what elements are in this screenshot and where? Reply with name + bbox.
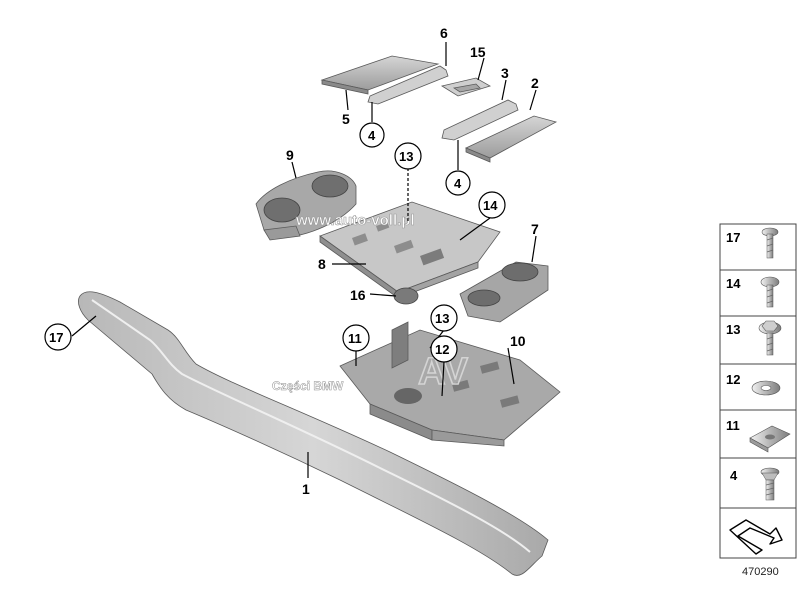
- callout-ring-12: [430, 335, 458, 363]
- callout-9: 9: [286, 147, 294, 163]
- callout-1: 1: [302, 481, 310, 497]
- legend-cell-4: [719, 457, 797, 509]
- callout-12: 12: [435, 342, 449, 357]
- legend-cell-17: [719, 223, 797, 271]
- callout-8: 8: [318, 256, 326, 272]
- callout-6: 6: [440, 25, 448, 41]
- rail-part-6: [367, 65, 449, 105]
- cup-holder-part-7: [459, 261, 549, 323]
- callout-2: 2: [531, 75, 539, 91]
- legend-cell-13: [719, 315, 797, 365]
- clip-nut-icon: [749, 425, 791, 453]
- callout-5: 5: [342, 111, 350, 127]
- insert-part-15: [440, 77, 491, 97]
- callout-ring-13a: [394, 142, 422, 170]
- rail-part-3: [441, 99, 519, 141]
- screw-washer-head-icon: [760, 276, 780, 308]
- legend-label-14: 14: [726, 276, 741, 291]
- legend-label-12: 12: [726, 372, 740, 387]
- callout-ring-11: [342, 324, 370, 352]
- document-number: 470290: [742, 566, 779, 578]
- screw-washer-head-icon: [761, 227, 779, 259]
- watermark-site: www.auto-voll.pl: [295, 212, 415, 229]
- callout-16: 16: [350, 287, 366, 303]
- cup-holder-part-9: [255, 170, 357, 241]
- callout-11: 11: [348, 331, 362, 346]
- callout-7: 7: [531, 221, 539, 237]
- screw-hex-washer-icon: [758, 320, 782, 356]
- callout-17: 17: [49, 330, 63, 345]
- callout-ring-14: [478, 191, 506, 219]
- callout-13a: 13: [399, 149, 413, 164]
- legend-label-11: 11: [726, 418, 740, 433]
- legend-label-13: 13: [726, 322, 740, 337]
- callout-ring-17: [44, 323, 72, 351]
- callout-ring-4a: [359, 122, 385, 148]
- mat-part-2: [465, 115, 558, 163]
- callout-13b: 13: [435, 311, 449, 326]
- carrier-part-10: [339, 321, 561, 447]
- legend-cell-14: [719, 269, 797, 317]
- trim-strip-part: [78, 291, 549, 576]
- callout-4b: 4: [454, 176, 462, 191]
- callout-15: 15: [470, 44, 486, 60]
- fastener-legend: 17 14 13 12 11 4: [719, 223, 797, 559]
- legend-label-4: 4: [730, 468, 738, 483]
- callout-ring-4b: [445, 170, 471, 196]
- countersunk-screw-icon: [760, 467, 780, 501]
- cap-part-16: [393, 287, 419, 305]
- watermark-parts: Części BMW: [272, 379, 344, 393]
- arrow-symbol-icon: [729, 519, 783, 555]
- callout-14: 14: [483, 198, 498, 213]
- legend-label-17: 17: [726, 230, 740, 245]
- callout-4a: 4: [368, 128, 376, 143]
- mat-part: [320, 55, 440, 95]
- tray-part-8: [319, 201, 501, 299]
- callout-ring-13b: [430, 304, 458, 332]
- callout-10: 10: [510, 333, 526, 349]
- flat-washer-icon: [751, 380, 781, 396]
- callout-3: 3: [501, 65, 509, 81]
